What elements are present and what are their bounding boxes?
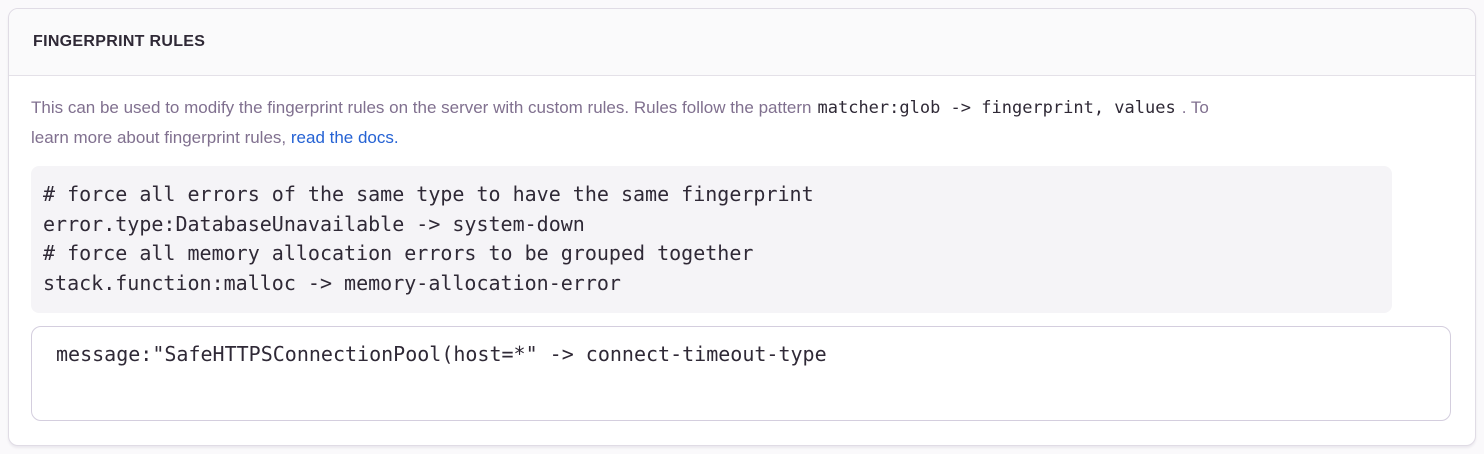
description-text-2: . To — [1181, 98, 1209, 117]
description: This can be used to modify the fingerpri… — [31, 93, 1451, 153]
panel-body: This can be used to modify the fingerpri… — [9, 76, 1475, 447]
panel-title: FINGERPRINT RULES — [33, 33, 206, 50]
pattern-inline-code: matcher:glob -> fingerprint, values — [817, 98, 1176, 118]
description-text-3: learn more about fingerprint rules, — [31, 128, 287, 147]
panel-header: FINGERPRINT RULES — [9, 9, 1475, 76]
description-text-1: This can be used to modify the fingerpri… — [31, 98, 812, 117]
fingerprint-rules-panel: FINGERPRINT RULES This can be used to mo… — [8, 8, 1476, 446]
fingerprint-rules-input[interactable]: message:"SafeHTTPSConnectionPool(host=*"… — [31, 326, 1451, 421]
example-code-block: # force all errors of the same type to h… — [31, 166, 1392, 313]
read-the-docs-link[interactable]: read the docs. — [290, 128, 399, 147]
